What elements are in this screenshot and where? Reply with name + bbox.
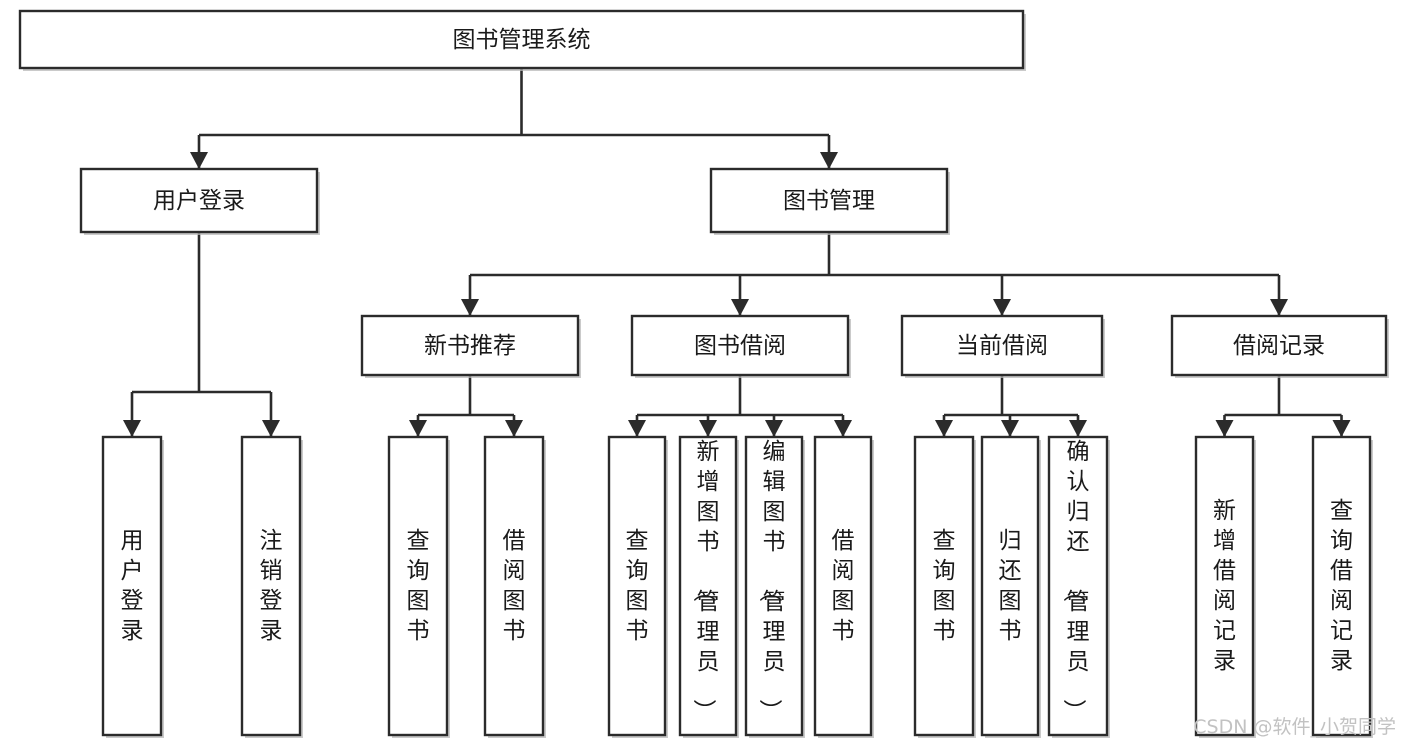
node-label: 图书借阅 [694,333,786,359]
book-borrow-to-leaves-arrow-1 [699,420,717,437]
node-leaf-add-borrow-record[interactable]: 新增借阅记录 [1194,435,1256,738]
node-rect[interactable] [1194,435,1255,737]
node-leaf-query-book-current[interactable]: 查询图书 [913,435,976,738]
bookmgmt-to-level2-arrow-1 [731,299,749,316]
userlogin-to-leaves-arrow-0 [123,420,141,437]
node-label: 新增图书（管理员） [691,439,720,722]
node-leaf-borrow-book-recommend[interactable]: 借阅图书 [483,435,546,738]
node-leaf-logout[interactable]: 注销登录 [240,435,303,738]
node-rect[interactable] [240,435,302,737]
node-rect[interactable] [101,435,163,737]
node-rect[interactable] [813,435,873,737]
node-rect[interactable] [79,167,319,234]
bookmgmt-to-level2-arrow-2 [993,299,1011,316]
node-label: 查询图书 [407,528,430,644]
node-rect[interactable] [1311,435,1372,737]
node-rect[interactable] [387,435,449,737]
node-rect[interactable] [607,435,667,737]
borrow-record-to-leaves-arrow-0 [1215,420,1234,437]
node-new-book-recommend[interactable]: 新书推荐 [360,314,581,378]
book-borrow-to-leaves-arrow-0 [628,420,646,437]
node-label: 查询图书 [626,528,649,644]
node-rect[interactable] [1047,435,1109,737]
node-leaf-add-book[interactable]: 新增图书（管理员） [678,435,739,738]
new-book-recommend-to-leaves-arrow-1 [505,420,523,437]
bookmgmt-to-level2-arrow-0 [461,299,479,316]
csdn-watermark: CSDN @软件_小贺同学 [1193,716,1396,738]
node-leaf-query-book-borrow[interactable]: 查询图书 [607,435,668,738]
node-label: 用户登录 [121,528,144,644]
node-leaf-borrow-book[interactable]: 借阅图书 [813,435,874,738]
current-borrow-to-leaves-arrow-1 [1001,420,1019,437]
node-leaf-query-book-recommend[interactable]: 查询图书 [387,435,450,738]
node-rect[interactable] [678,435,738,737]
node-label: 归还图书 [999,528,1022,644]
node-label: 图书管理系统 [453,27,591,53]
node-label: 新增借阅记录 [1213,498,1236,674]
node-current-borrow[interactable]: 当前借阅 [900,314,1105,378]
userlogin-to-leaves-arrow-1 [262,420,280,437]
node-user-login[interactable]: 用户登录 [79,167,320,235]
node-label: 编辑图书（管理员） [757,439,786,722]
node-label: 图书管理 [783,188,875,214]
node-label: 用户登录 [153,188,245,214]
node-rect[interactable] [1170,314,1388,377]
node-rect[interactable] [744,435,804,737]
node-label: 借阅图书 [503,528,526,644]
node-label: 注销登录 [260,528,283,644]
book-borrow-to-leaves-arrow-2 [765,420,783,437]
node-rect[interactable] [709,167,949,234]
node-label: 新书推荐 [424,333,516,359]
node-rect[interactable] [360,314,580,377]
node-root[interactable]: 图书管理系统 [18,9,1026,71]
node-label: 确认归还（管理员） [1061,439,1090,722]
node-leaf-query-borrow-record[interactable]: 查询借阅记录 [1311,435,1373,738]
node-borrow-record[interactable]: 借阅记录 [1170,314,1389,378]
borrow-record-to-leaves-arrow-1 [1332,420,1351,437]
node-rect[interactable] [630,314,850,377]
current-borrow-to-leaves-arrow-0 [935,420,953,437]
node-label: 借阅记录 [1233,333,1325,359]
connectors-layer [123,68,1351,437]
node-label: 查询借阅记录 [1330,498,1353,674]
node-label: 借阅图书 [832,528,855,644]
node-leaf-return-book[interactable]: 归还图书 [980,435,1041,738]
root-to-level1-arrow-0 [190,152,208,169]
node-book-management[interactable]: 图书管理 [709,167,950,235]
node-leaf-user-login[interactable]: 用户登录 [101,435,164,738]
current-borrow-to-leaves-arrow-2 [1069,420,1087,437]
node-rect[interactable] [980,435,1040,737]
node-leaf-confirm-return[interactable]: 确认归还（管理员） [1047,435,1110,738]
root-to-level1-arrow-1 [820,152,838,169]
nodes-layer: 图书管理系统用户登录图书管理新书推荐图书借阅当前借阅借阅记录用户登录注销登录查询… [18,9,1389,738]
node-rect[interactable] [913,435,975,737]
node-label: 查询图书 [933,528,956,644]
bookmgmt-to-level2-arrow-3 [1270,299,1288,316]
new-book-recommend-to-leaves-arrow-0 [409,420,427,437]
node-rect[interactable] [483,435,545,737]
node-rect[interactable] [900,314,1104,377]
node-rect[interactable] [18,9,1025,70]
book-borrow-to-leaves-arrow-3 [834,420,852,437]
node-book-borrow[interactable]: 图书借阅 [630,314,851,378]
node-leaf-edit-book[interactable]: 编辑图书（管理员） [744,435,805,738]
node-label: 当前借阅 [956,333,1048,359]
